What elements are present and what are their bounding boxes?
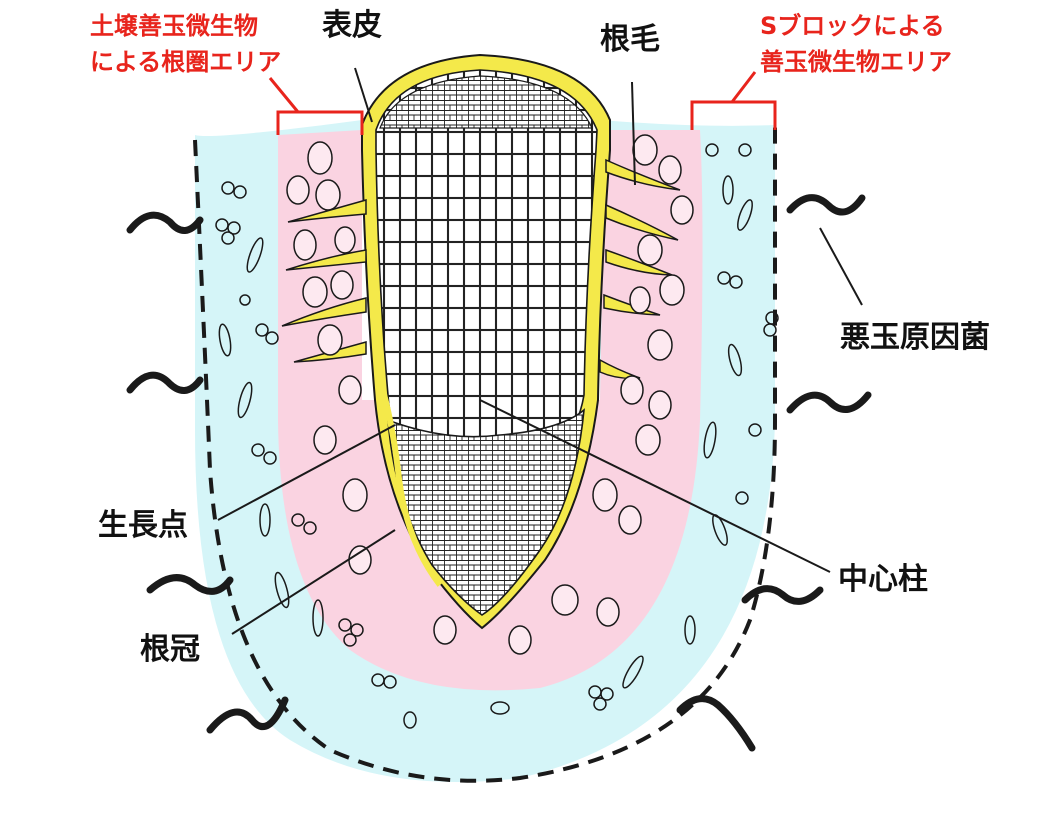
stele-label: 中心柱 [838, 562, 928, 597]
soil-area-label-line1: 土壌善玉微生物 [90, 12, 258, 40]
s-block-bracket [690, 71, 777, 130]
root-top-cells [379, 75, 593, 129]
s-block-label-line1: Sブロックによる [760, 12, 945, 40]
soil-area-label-line2: による根圏エリア [90, 48, 282, 76]
epidermis-label: 表皮 [322, 8, 382, 43]
s-block-boundary [193, 120, 777, 783]
growing-point-strand [377, 379, 443, 587]
leader-lines [217, 67, 863, 635]
root-hair-label: 根毛 [600, 22, 660, 57]
soil-area-bracket [268, 77, 364, 135]
s-block-microbes [215, 143, 779, 729]
root-cap-label: 根冠 [140, 632, 200, 667]
pathogen-bacteria [126, 194, 872, 752]
root-hairs-right [599, 158, 681, 380]
root-cap-cells [387, 408, 585, 616]
growing-point-label: 生長点 [98, 508, 188, 543]
s-block-label-line2: 善玉微生物エリア [760, 48, 952, 76]
pathogen-label: 悪玉原因菌 [840, 320, 990, 355]
stele-cells [375, 69, 598, 441]
rhizosphere-microbes [286, 134, 694, 655]
